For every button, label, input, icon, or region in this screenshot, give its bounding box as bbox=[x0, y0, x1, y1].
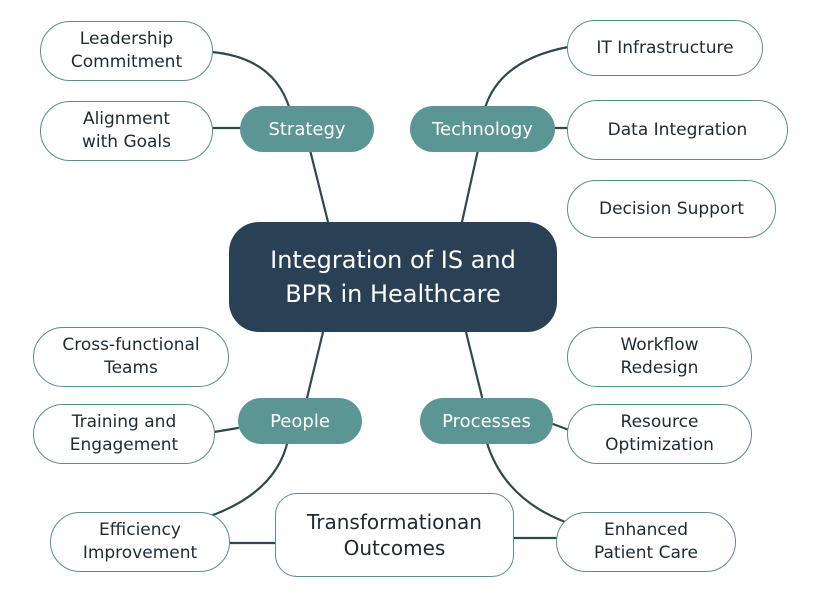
connector-processes-resource bbox=[551, 422, 571, 432]
leaf-decision-support: Decision Support bbox=[567, 180, 776, 238]
leaf-resource-optimization: Resource Optimization bbox=[567, 404, 752, 464]
connector-strategy-leadership bbox=[210, 50, 292, 112]
connector-processes-enhanced bbox=[485, 441, 570, 525]
leaf-training-and-engagement: Training and Engagement bbox=[33, 404, 215, 464]
leaf-alignment-with-goals: Alignment with Goals bbox=[40, 101, 213, 161]
branch-strategy: Strategy bbox=[240, 106, 374, 152]
leaf-efficiency-improvement: Efficiency Improvement bbox=[50, 512, 230, 572]
leaf-data-integration: Data Integration bbox=[567, 100, 788, 160]
connector-center-processes bbox=[464, 330, 484, 399]
central-topic-label: Integration of IS and BPR in Healthcare bbox=[270, 246, 516, 308]
connector-people-training bbox=[212, 426, 240, 434]
branch-processes: Processes bbox=[420, 398, 553, 444]
central-topic: Integration of IS and BPR in Healthcare bbox=[229, 222, 557, 332]
outcomes-box: Transformationan Outcomes bbox=[275, 493, 514, 577]
connector-center-people bbox=[305, 330, 325, 400]
branch-technology: Technology bbox=[410, 106, 555, 152]
leaf-it-infrastructure: IT Infrastructure bbox=[567, 20, 763, 76]
leaf-enhanced-patient-care: Enhanced Patient Care bbox=[556, 512, 736, 572]
connector-center-technology bbox=[460, 148, 480, 224]
connector-technology-infrastructure bbox=[483, 45, 570, 110]
connector-center-strategy bbox=[308, 148, 330, 224]
leaf-workflow-redesign: Workflow Redesign bbox=[567, 327, 752, 387]
leaf-cross-functional-teams: Cross-functional Teams bbox=[33, 327, 229, 387]
leaf-leadership-commitment: Leadership Commitment bbox=[40, 21, 213, 81]
branch-people: People bbox=[238, 398, 362, 444]
